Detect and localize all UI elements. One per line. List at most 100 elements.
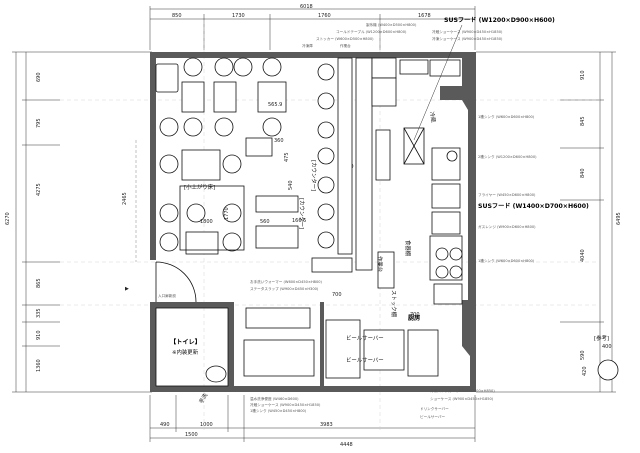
- table: [181, 81, 205, 113]
- handwritten-note: 冷蔵: [428, 111, 438, 124]
- counter-stool: [317, 231, 335, 249]
- equipment-label: 冷凍ストッカー (W900×D600×H850): [430, 388, 495, 393]
- counter-stool: [317, 147, 335, 165]
- scale-stool: [597, 359, 619, 381]
- dim-top-seg: 1760: [318, 13, 331, 19]
- hood-callout-2: SUSフード (W1400×D700×H600): [478, 203, 589, 210]
- top-labels: 製氷機 (W400×D500×H800) コールドテーブル (W1200×D60…: [302, 17, 555, 141]
- stool: [262, 117, 282, 137]
- counter-stool: [317, 121, 335, 139]
- dim-inner: 2465: [122, 192, 128, 205]
- toilet-note: ※内装更新: [172, 348, 199, 356]
- equipment-label: 2槽シンク (W1200×D600×H800): [478, 154, 537, 159]
- dim-bottom-total: 4448: [340, 442, 353, 448]
- handwritten-note: 食器棚: [404, 240, 412, 256]
- equipment-label: ドリンクサーバー: [420, 406, 449, 411]
- dim-right-seg: 4040: [580, 249, 586, 262]
- equipment-label: ショーケース (W900×D450×H1850): [430, 396, 494, 401]
- dim-left-seg: 4275: [36, 183, 42, 196]
- stock-shelf: [377, 251, 395, 289]
- freezer: [399, 59, 429, 75]
- equipment-label: ストッカー (W600×D500×H800): [316, 36, 374, 41]
- stool: [159, 232, 179, 252]
- equipment-label: 1槽シンク (W600×D600×H800): [478, 114, 535, 119]
- kitchen: 厨房: [355, 57, 463, 322]
- stool: [222, 154, 242, 174]
- dim-inner: 700: [410, 312, 420, 318]
- entrance-arrow-text: ▶: [125, 286, 129, 292]
- stool: [186, 203, 206, 223]
- kitchen-label: 厨房: [408, 314, 420, 322]
- scale-label: [参考]: [594, 334, 609, 342]
- equipment-label: 冷凍庫: [302, 43, 313, 48]
- stool: [222, 203, 242, 223]
- stool: [214, 117, 234, 137]
- drain: [446, 150, 458, 162]
- bench-seat: [155, 63, 179, 93]
- dim-bottom-seg: 1000: [200, 422, 213, 428]
- equipment-label: フライヤー (W450×D600×H800): [478, 192, 536, 197]
- dim-right-seg: 590: [580, 350, 586, 360]
- equipment-label: 作業台: [340, 43, 351, 48]
- left-dimensions: 6270 690 795 4275 865 335 910 1360: [5, 51, 152, 393]
- table: [213, 81, 237, 113]
- beer-server-label: ビールサーバー: [346, 334, 384, 342]
- equipment-label: 1槽シンク (W600×D600×H800): [478, 258, 535, 263]
- reference-scale: [参考] 400 420: [582, 334, 619, 381]
- dim-inner: 1800: [200, 219, 213, 225]
- stool: [159, 203, 179, 223]
- work-table: [355, 57, 373, 271]
- dim-left-seg: 910: [36, 330, 42, 340]
- entrance: 入口扉新設 ▶: [125, 261, 197, 303]
- dim-bottom-seg: 1500: [185, 432, 198, 438]
- equipment-label: 1槽シンク (W450×D450×H800): [250, 408, 307, 413]
- bottom-labels: 温水洗浄便座 (W460×D600) 冷蔵ショーケース (W900×D450×H…: [250, 388, 495, 419]
- dim-inner: 1770: [224, 207, 230, 220]
- stool: [183, 117, 203, 137]
- table: [255, 195, 299, 213]
- handwritten-note: 手洗: [197, 391, 210, 405]
- stool: [214, 57, 234, 77]
- counter-stool: [317, 203, 335, 221]
- stool: [159, 117, 179, 137]
- dim-left-seg: 335: [36, 308, 42, 318]
- equipment-label: 冷凍ショーケース (W900×D450×H1850): [432, 36, 503, 41]
- beer-server-block: [325, 319, 361, 379]
- dim-left-total: 6270: [5, 212, 11, 225]
- toilet-bowl: [205, 365, 227, 383]
- dim-right-seg: 845: [580, 116, 586, 126]
- cold-table: [371, 77, 397, 107]
- burner: [435, 247, 449, 261]
- equipment-label: ビールサーバー: [420, 414, 446, 419]
- stocker: [429, 59, 461, 77]
- beer-server-label-2: ビールサーバー: [346, 356, 384, 364]
- counter-end: [311, 257, 353, 273]
- counter-stool: [317, 176, 335, 194]
- dim-right-seg: 910: [580, 70, 586, 80]
- dim-bottom-seg: 3983: [320, 422, 333, 428]
- hood-callout: SUSフード (W1200×D900×H600): [444, 17, 555, 24]
- stock-unit: [243, 339, 315, 377]
- dim-left-seg: 690: [36, 72, 42, 82]
- counter-label-2: [カウンター]: [298, 198, 306, 229]
- table: [185, 231, 219, 255]
- dim-top-seg: 1730: [232, 13, 245, 19]
- toilet-room: 【トイレ】 ※内装更新: [155, 307, 229, 387]
- dim-top-seg: 850: [172, 13, 182, 19]
- burner: [449, 247, 463, 261]
- raised-floor-label: [小上がり床]: [184, 183, 215, 191]
- stool: [183, 57, 203, 77]
- dim-left-seg: 795: [36, 118, 42, 128]
- dim-inner: 560: [260, 219, 270, 225]
- walls: [150, 52, 476, 392]
- handwritten-note: ストック棚: [390, 290, 398, 317]
- mid-equipment: ステータスラップ (W900×D450×H300): [250, 286, 319, 291]
- fryer: [431, 183, 461, 209]
- equipment-label: 冷蔵ショーケース (W900×D450×H1850): [432, 29, 503, 34]
- scale-value-2: 420: [582, 366, 588, 376]
- table: [255, 225, 299, 249]
- burner: [435, 265, 449, 279]
- counter-stool: [317, 63, 335, 81]
- hand-warmer: [245, 307, 311, 329]
